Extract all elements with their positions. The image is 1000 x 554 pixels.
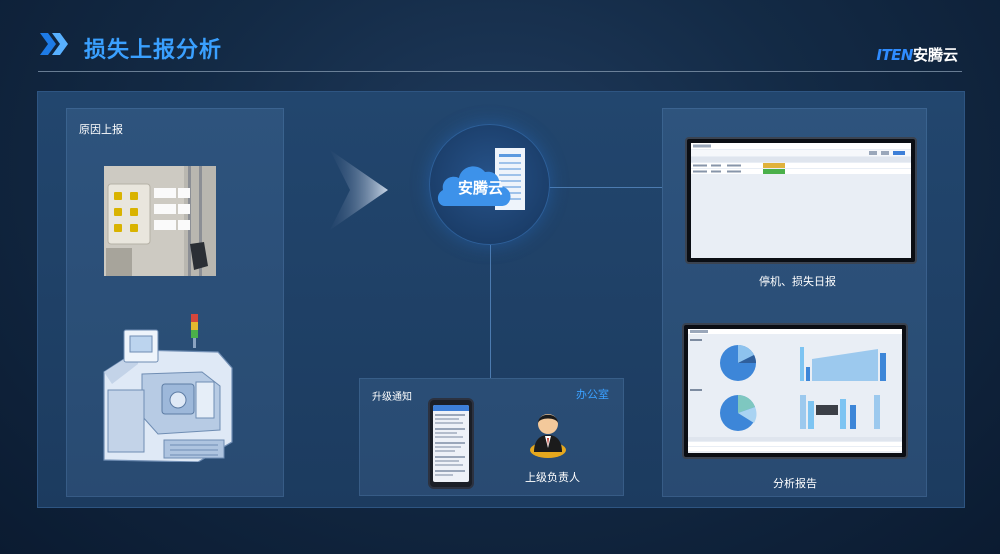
- phone-icon: [428, 398, 474, 489]
- daily-report-text: 停机、损失日报: [759, 275, 836, 288]
- cloud-label: 安腾云: [458, 179, 504, 197]
- page-title: 损失上报分析: [84, 38, 223, 63]
- flow-arrow-icon: [330, 150, 388, 230]
- daily-report-screen: [691, 143, 911, 258]
- header: 损失上报分析 ITEN安腾云: [0, 0, 1000, 72]
- double-chevron-icon: [40, 33, 68, 55]
- connector-cloud-to-right: [544, 187, 662, 188]
- brand-iten: ITEN: [876, 46, 913, 64]
- daily-report-monitor: [685, 137, 917, 264]
- header-divider: [38, 71, 962, 72]
- phone-screen: [433, 405, 469, 482]
- brand-name: 安腾云: [912, 46, 958, 64]
- analysis-report-monitor: [682, 323, 908, 459]
- analysis-report-label: 分析报告: [773, 477, 817, 490]
- analysis-report-screen: [688, 329, 902, 453]
- escalation-label: 升级通知: [372, 392, 412, 403]
- cause-report-label: 原因上报: [79, 123, 123, 136]
- cnc-machine-icon: [103, 314, 233, 462]
- brand-logo: ITEN安腾云: [876, 44, 958, 65]
- escalation-panel: [359, 378, 624, 496]
- cloud-platform: 安腾云: [429, 124, 550, 245]
- andon-box-photo: [104, 166, 216, 276]
- office-label: 办公室: [576, 388, 609, 401]
- daily-report-label: 停机、损失日报: [759, 275, 841, 288]
- manager-label: 上级负责人: [525, 471, 580, 484]
- manager-avatar-icon: [530, 414, 566, 458]
- cloud-server-icon: [437, 148, 525, 210]
- connector-cloud-to-notify: [490, 245, 491, 378]
